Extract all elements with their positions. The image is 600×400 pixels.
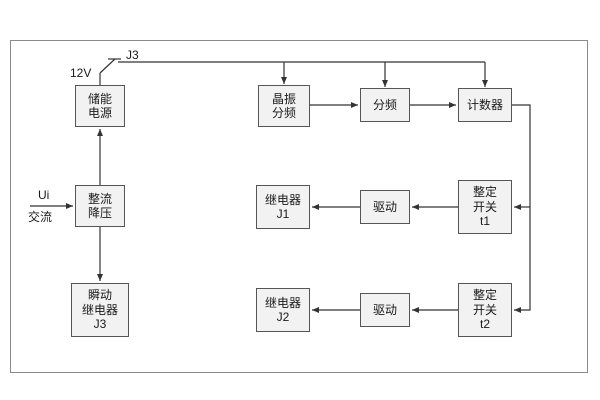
node-drive-bottom: 驱动 (360, 293, 410, 327)
node-relay-j2: 继电器 J2 (256, 288, 310, 332)
node-counter: 计数器 (458, 88, 512, 122)
node-storage-power: 储能 电源 (75, 85, 125, 127)
node-crystal-osc-divider: 晶振 分频 (258, 85, 310, 127)
node-setting-switch-t1: 整定 开关 t1 (458, 180, 512, 234)
node-rectifier-stepdown: 整流 降压 (75, 185, 125, 227)
supply-12v-label: 12V (70, 66, 92, 80)
node-setting-switch-t2: 整定 开关 t2 (458, 283, 512, 337)
input-ac-label: 交流 (28, 210, 53, 224)
switch-j3-label: J3 (126, 48, 139, 62)
switch-blade (99, 58, 116, 74)
node-frequency-divider: 分频 (360, 88, 410, 122)
node-relay-j1: 继电器 J1 (256, 185, 310, 229)
node-drive-top: 驱动 (360, 190, 410, 224)
input-ui-label: Ui (38, 188, 50, 202)
node-instant-relay-j3: 瞬动 继电器 J3 (71, 283, 129, 337)
